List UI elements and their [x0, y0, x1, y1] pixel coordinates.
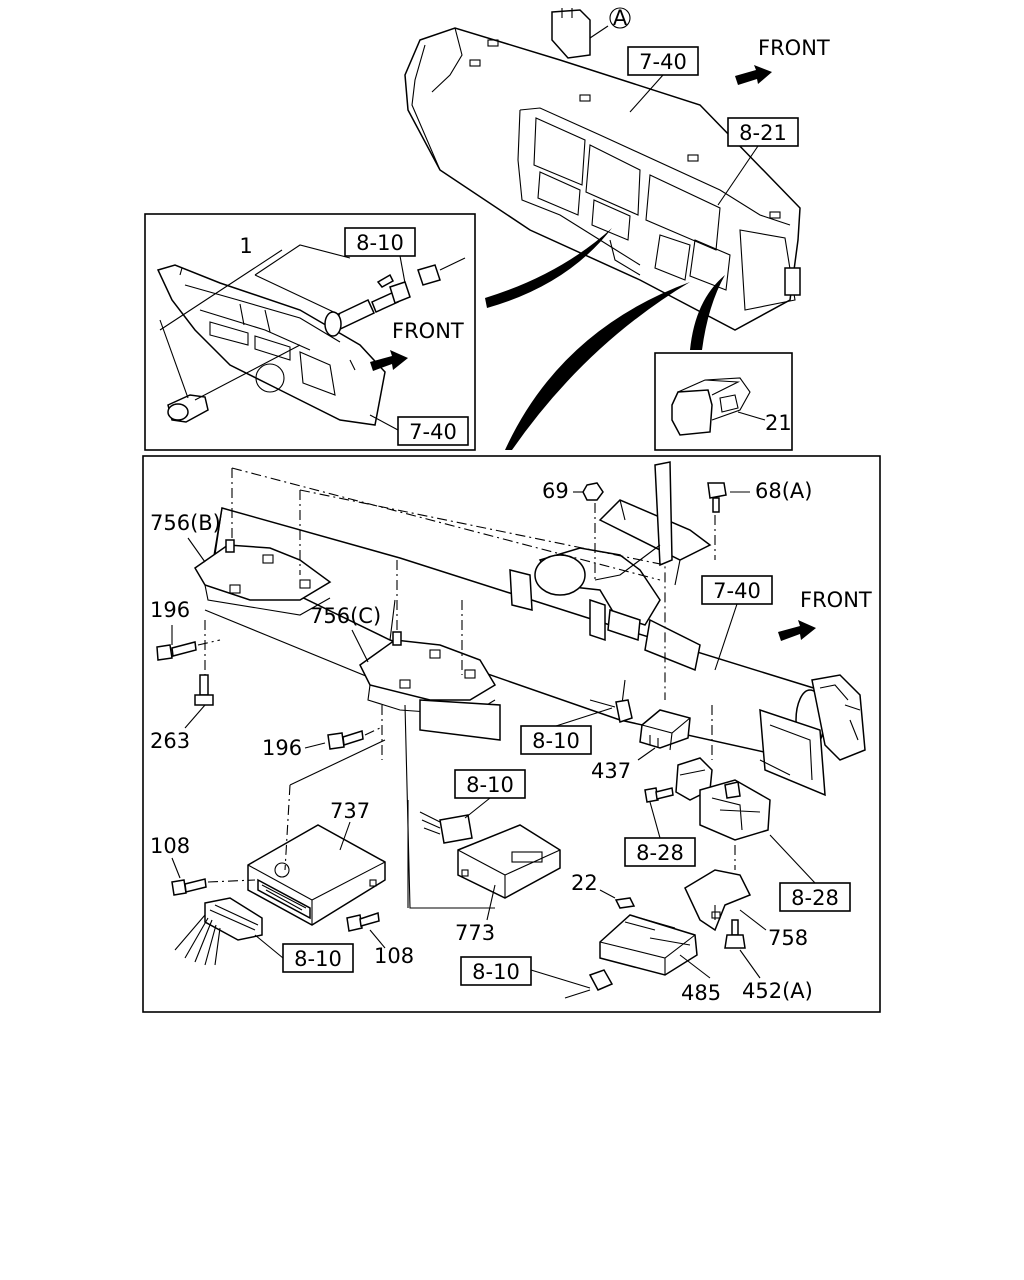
front-label-main: FRONT — [800, 588, 872, 612]
part-number-437: 437 — [591, 759, 631, 783]
part-number-68a: 68(A) — [755, 479, 812, 503]
front-arrow-icon — [370, 350, 408, 371]
part-number-108-b: 108 — [374, 944, 414, 968]
ref-box-main-8-28-b: 8-28 — [791, 886, 839, 910]
inset-lighter-panel: 1 8-10 FRONT 7-40 — [144, 213, 476, 451]
ref-box-main-8-10-b: 8-10 — [466, 773, 514, 797]
ref-box-inset-8-10: 8-10 — [356, 231, 404, 255]
inset-switch-21: 21 — [654, 352, 793, 451]
ref-box-main-8-10-c: 8-10 — [472, 960, 520, 984]
ref-box-main-7-40: 7-40 — [713, 579, 761, 603]
part-number-1: 1 — [239, 234, 252, 258]
part-number-756b: 756(B) — [150, 511, 221, 535]
ref-box-main-8-10-d: 8-10 — [294, 947, 342, 971]
ref-box-main-8-10-a: 8-10 — [532, 729, 580, 753]
ref-box-top-7-40: 7-40 — [639, 50, 687, 74]
part-number-108-a: 108 — [150, 834, 190, 858]
ref-box-inset-7-40: 7-40 — [409, 420, 457, 444]
part-number-756c: 756(C) — [310, 604, 381, 628]
part-number-485: 485 — [681, 981, 721, 1005]
circle-ref-a: A — [613, 6, 628, 30]
part-number-263: 263 — [150, 729, 190, 753]
part-number-21: 21 — [765, 411, 792, 435]
front-arrow-icon — [735, 65, 772, 85]
front-label-inset: FRONT — [392, 319, 464, 343]
part-number-196-b: 196 — [262, 736, 302, 760]
ref-box-main-8-28-a: 8-28 — [636, 841, 684, 865]
part-number-737: 737 — [330, 799, 370, 823]
front-arrow-icon — [778, 620, 816, 641]
part-number-758: 758 — [768, 926, 808, 950]
main-crossmember-assembly: 69 68(A) 7-40 FRONT 756(B) 196 263 756(C… — [142, 455, 881, 1013]
front-label-top: FRONT — [758, 36, 830, 60]
part-number-773: 773 — [455, 921, 495, 945]
dashboard-overview: A 7-40 FRONT 8-21 — [404, 6, 830, 450]
ref-box-top-8-21: 8-21 — [739, 121, 787, 145]
part-number-452a: 452(A) — [742, 979, 813, 1003]
part-number-196-a: 196 — [150, 598, 190, 622]
part-number-22: 22 — [571, 871, 598, 895]
part-number-69: 69 — [542, 479, 569, 503]
